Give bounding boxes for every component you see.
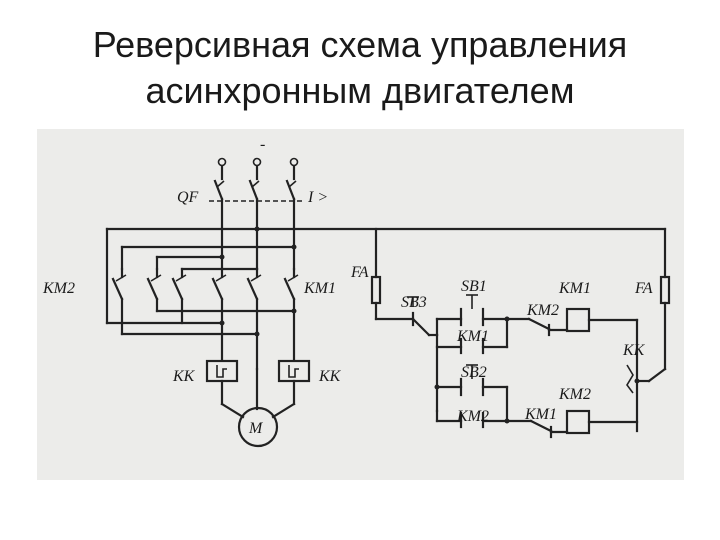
slide-title: Реверсивная схема управления асинхронным… <box>0 22 720 114</box>
hold-contact-km2 <box>435 409 509 429</box>
label-sb1: SB1 <box>461 278 487 295</box>
label-kk-contact: KK <box>622 342 646 359</box>
label-km1-main: KM1 <box>303 280 336 297</box>
supply-terminals <box>217 157 299 167</box>
thermal-relay-left <box>205 359 239 383</box>
label-overcurrent: I > <box>307 189 328 206</box>
coil-km2 <box>565 409 591 435</box>
label-fa-right: FA <box>634 280 653 297</box>
label-fa-left: FA <box>350 264 369 281</box>
label-km2-interlock: KM2 <box>526 302 559 319</box>
interlock-km2 <box>505 317 569 337</box>
label-sb3: SB3 <box>401 294 427 311</box>
circuit-diagram: - QF I > KM2 KM1 FA SB3 SB1 KM1 KM2 FA K… <box>37 129 684 480</box>
interlock-km1 <box>505 419 569 439</box>
label-kk-left: KK <box>172 368 196 385</box>
coil-km1 <box>565 307 591 333</box>
label-km2-hold: KM2 <box>456 408 489 425</box>
thermal-relay-right <box>277 359 311 383</box>
label-sb2: SB2 <box>461 364 487 381</box>
title-line-2: асинхронным двигателем <box>145 70 575 111</box>
label-km1-coil: KM1 <box>558 280 591 297</box>
label-km2-main: KM2 <box>42 280 75 297</box>
label-qf: QF <box>177 189 199 206</box>
title-line-1: Реверсивная схема управления <box>92 24 628 65</box>
label-motor: M <box>248 420 264 437</box>
start-button-sb1 <box>459 294 485 327</box>
contactor-km2-main <box>111 267 187 301</box>
label-kk-right: KK <box>318 368 342 385</box>
label-km2-coil: KM2 <box>558 386 591 403</box>
label-minus: - <box>260 136 265 153</box>
contactor-km1-main <box>211 267 299 301</box>
motor <box>237 406 279 448</box>
label-km1-hold: KM1 <box>456 328 489 345</box>
stop-button-sb3 <box>407 296 439 337</box>
fuse-right <box>659 275 671 371</box>
hold-contact-km1 <box>435 337 509 355</box>
circuit-breaker-qf <box>209 164 302 202</box>
thermal-contact-kk <box>626 364 667 394</box>
label-km1-interlock: KM1 <box>524 406 557 423</box>
schematic-svg: - QF I > KM2 KM1 FA SB3 SB1 KM1 KM2 FA K… <box>42 136 671 448</box>
fuse-left <box>370 227 415 321</box>
